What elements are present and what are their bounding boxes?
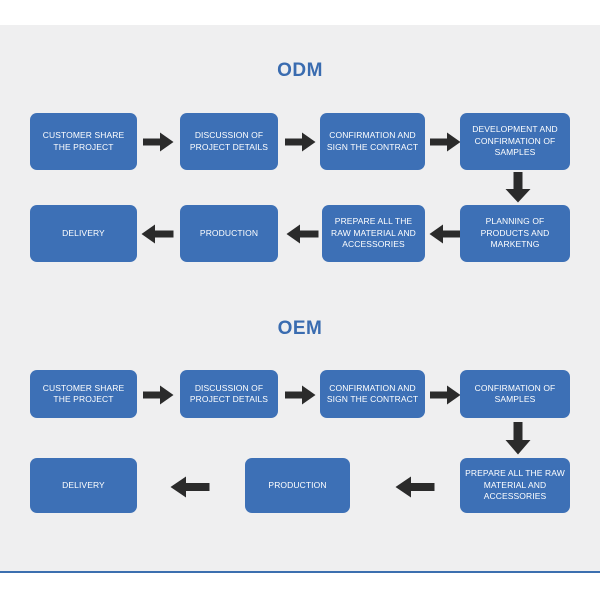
flow-node-label: CONFIRMATION OF SAMPLES [474,382,556,405]
flow-node-label: DISCUSSION OF PROJECT DETAILS [189,382,269,405]
arrow-right-icon [143,132,174,152]
arrow-right-icon [430,385,461,405]
arrow-right-icon [430,132,461,152]
flow-node[interactable]: PLANNING OF PRODUCTS AND MARKETNG [460,205,570,262]
section-title-oem: OEM [277,318,323,339]
flow-node-label: PRODUCTION [199,227,259,238]
flow-node-label: CUSTOMER SHARE THE PROJECT [42,130,125,152]
flow-node[interactable]: PREPARE ALL THE RAW MATERIAL AND ACCESSO… [460,458,570,513]
arrow-right-icon [143,385,174,405]
arrow-down-icon [505,422,531,455]
flow-node[interactable]: CUSTOMER SHARE THE PROJECT [30,370,137,418]
arrow-right-icon [285,132,316,152]
arrow-left-icon [170,476,210,498]
flow-node[interactable]: PRODUCTION [180,205,278,262]
flow-node[interactable]: DELIVERY [30,458,137,513]
flow-node-label: PREPARE ALL THE RAW MATERIAL AND ACCESSO… [465,468,565,502]
arrow-left-icon [141,224,174,244]
flow-node-label: PLANNING OF PRODUCTS AND MARKETNG [480,216,550,250]
flow-node[interactable]: DISCUSSION OF PROJECT DETAILS [180,113,278,170]
flow-node-label: DEVELOPMENT AND CONFIRMATION OF SAMPLES [472,124,558,158]
flow-node[interactable]: DEVELOPMENT AND CONFIRMATION OF SAMPLES [460,113,570,170]
flow-node[interactable]: PREPARE ALL THE RAW MATERIAL AND ACCESSO… [322,205,425,262]
arrow-left-icon [395,476,435,498]
flow-node-label: PREPARE ALL THE RAW MATERIAL AND ACCESSO… [331,216,416,250]
flow-node[interactable]: CONFIRMATION OF SAMPLES [460,370,570,418]
flow-node-label: CONFIRMATION AND SIGN THE CONTRACT [326,130,419,152]
arrow-left-icon [286,224,319,244]
flow-node-label: PRODUCTION [268,479,327,490]
flow-node-label: DISCUSSION OF PROJECT DETAILS [189,130,269,152]
bottom-accent-rule [0,571,600,573]
flow-node-label: CONFIRMATION AND SIGN THE CONTRACT [326,382,419,405]
flow-node[interactable]: PRODUCTION [245,458,350,513]
flow-node[interactable]: CONFIRMATION AND SIGN THE CONTRACT [320,370,425,418]
flow-node[interactable]: DISCUSSION OF PROJECT DETAILS [180,370,278,418]
arrow-down-icon [505,172,531,203]
flow-node[interactable]: CONFIRMATION AND SIGN THE CONTRACT [320,113,425,170]
flow-node-label: CUSTOMER SHARE THE PROJECT [42,382,125,405]
arrow-right-icon [285,385,316,405]
arrow-left-icon [429,224,461,244]
section-title-odm: ODM [277,60,323,81]
flow-node[interactable]: CUSTOMER SHARE THE PROJECT [30,113,137,170]
flow-node-label: DELIVERY [62,479,105,490]
flow-node[interactable]: DELIVERY [30,205,137,262]
flow-node-label: DELIVERY [62,227,105,238]
